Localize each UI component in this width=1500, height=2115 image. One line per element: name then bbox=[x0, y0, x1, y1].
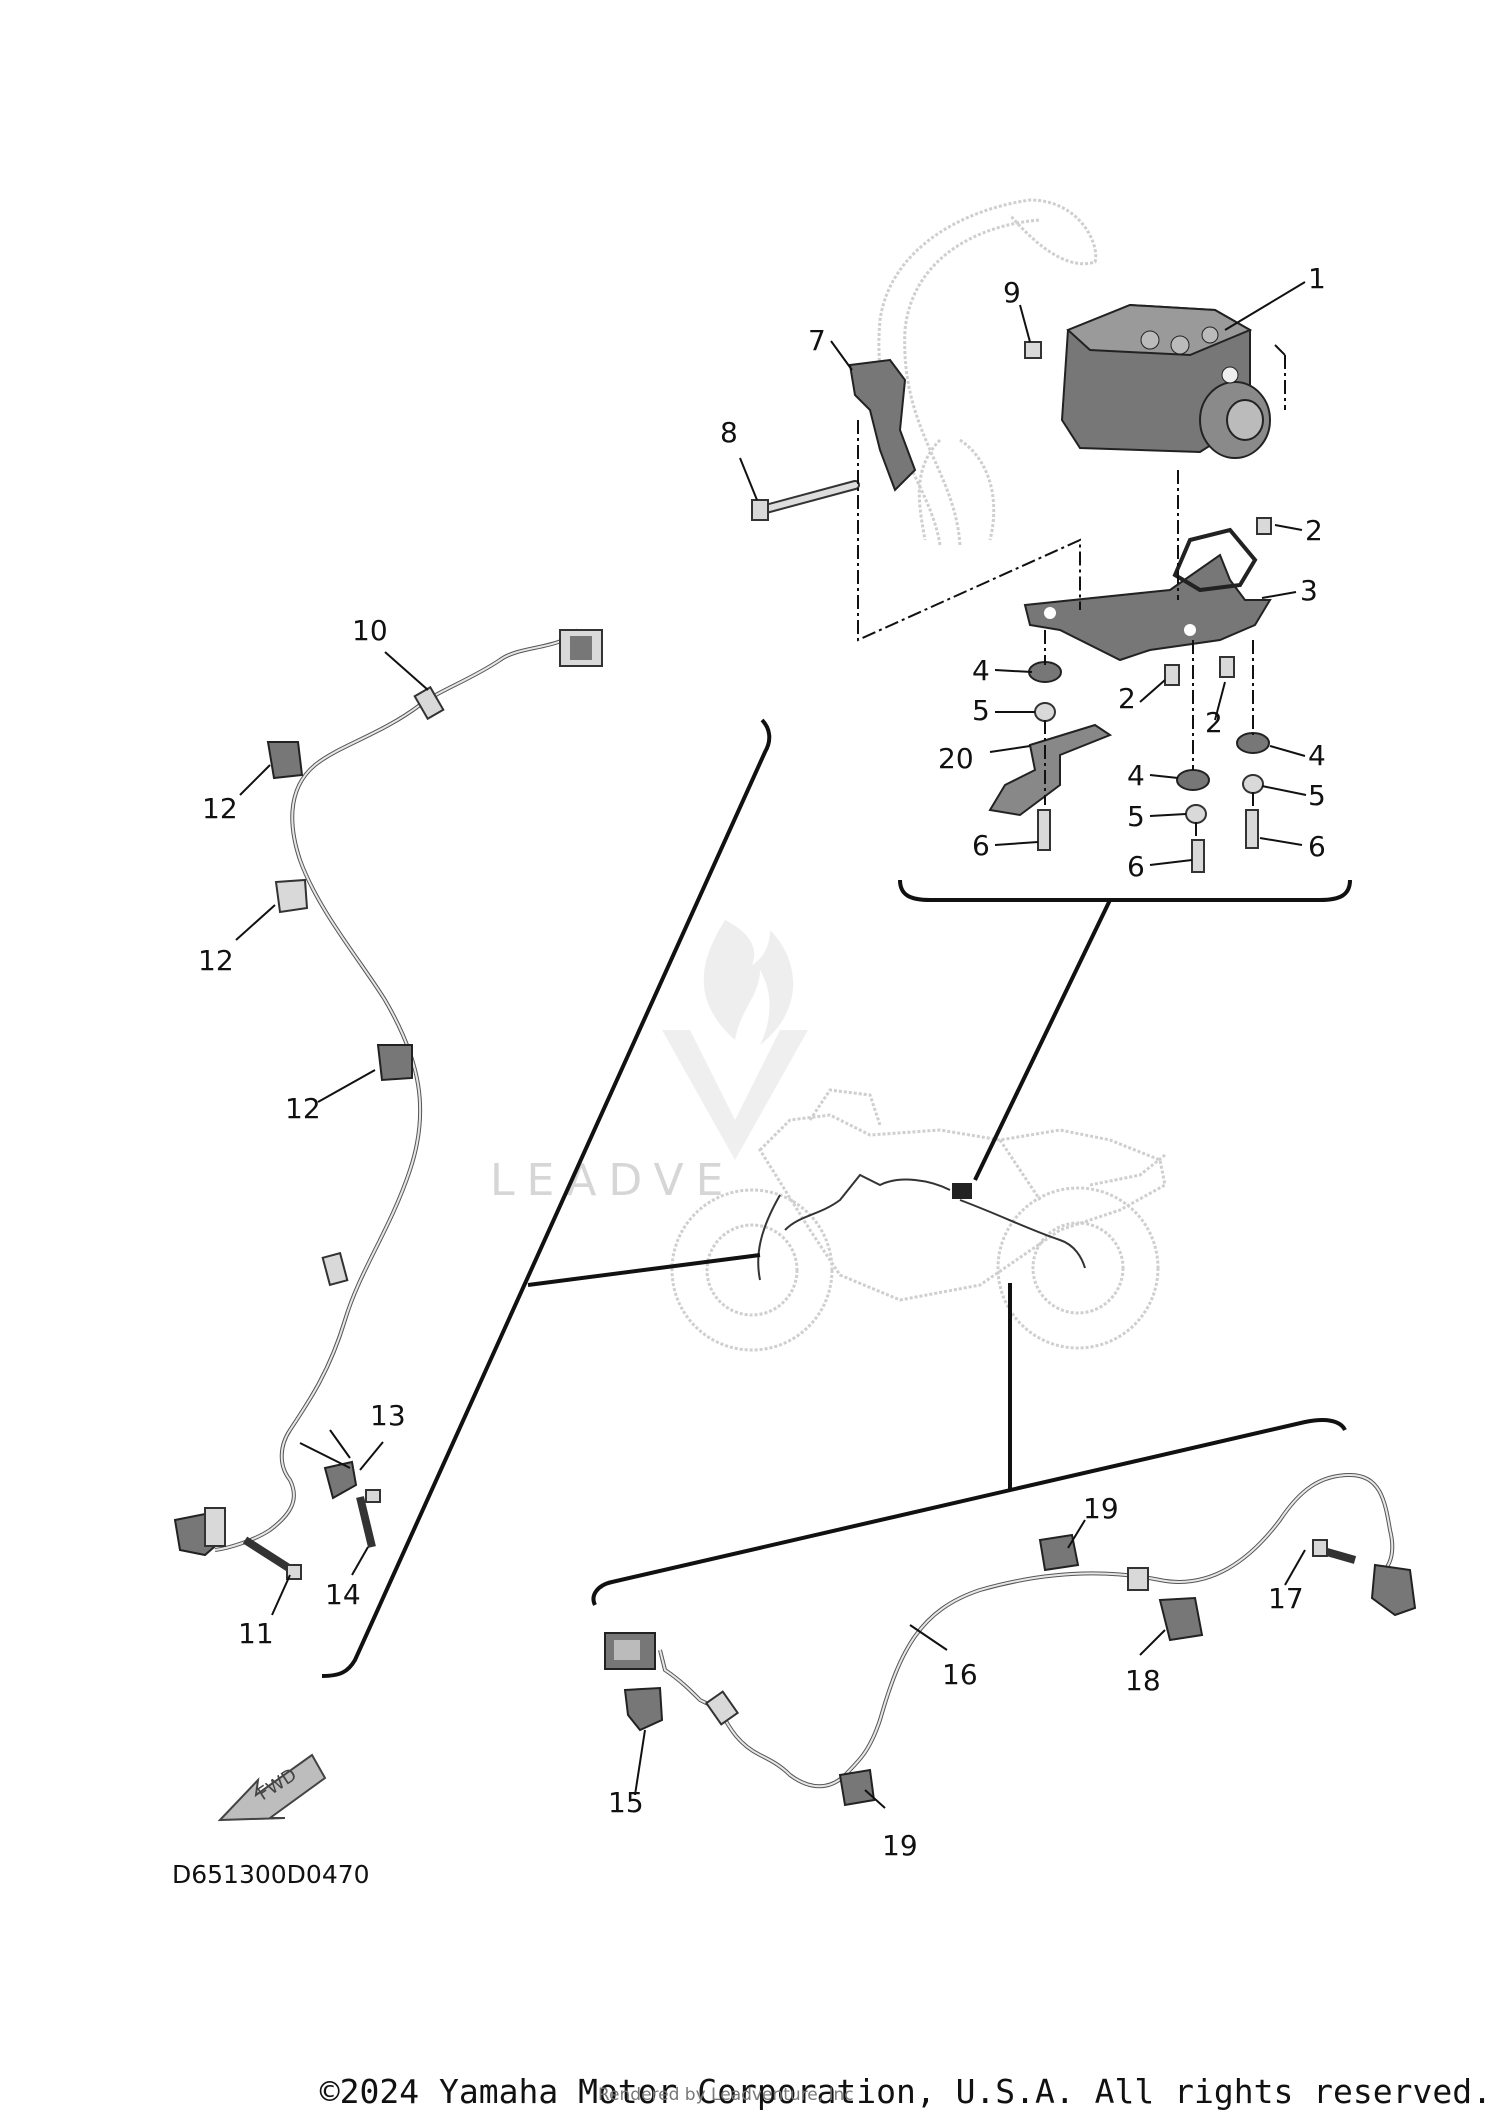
clip-icon bbox=[274, 878, 309, 914]
callout-6: 6 bbox=[1127, 850, 1145, 883]
callout-19: 19 bbox=[882, 1829, 918, 1862]
callout-20: 20 bbox=[938, 742, 974, 775]
inset-frame bbox=[898, 879, 1352, 902]
watermark-logo bbox=[662, 920, 808, 1160]
inset-frame bbox=[591, 1418, 1347, 1606]
callout-6: 6 bbox=[1308, 830, 1326, 863]
callout-13: 13 bbox=[370, 1399, 406, 1432]
bracket-icon bbox=[848, 358, 917, 492]
callout-18: 18 bbox=[1125, 1664, 1161, 1697]
callout-8: 8 bbox=[720, 416, 738, 449]
callout-12: 12 bbox=[285, 1092, 321, 1125]
grommet-icon bbox=[1176, 769, 1210, 791]
callout-10: 10 bbox=[352, 614, 388, 647]
watermark-text: LEADVE bbox=[490, 1155, 735, 1206]
callout-19: 19 bbox=[1083, 1492, 1119, 1525]
grommet-icon bbox=[321, 1251, 349, 1287]
callout-4: 4 bbox=[972, 654, 990, 687]
callout-3: 3 bbox=[1300, 574, 1318, 607]
hydraulic-unit-icon bbox=[1060, 303, 1271, 459]
callout-4: 4 bbox=[1127, 759, 1145, 792]
copyright-notice: ©2024 Yamaha Motor Corporation, U.S.A. A… bbox=[319, 2072, 1492, 2111]
bolt-icon bbox=[1219, 656, 1235, 678]
callout-labels: 1 2 2 2 3 4 4 4 5 5 5 6 6 6 7 8 9 10 11 … bbox=[198, 262, 1326, 1862]
leader-lines bbox=[235, 281, 1307, 1809]
bolt-icon bbox=[1037, 809, 1051, 851]
callout-14: 14 bbox=[325, 1578, 361, 1611]
callout-16: 16 bbox=[942, 1658, 978, 1691]
callout-2: 2 bbox=[1305, 514, 1323, 547]
abs-assembly-inset bbox=[751, 198, 1352, 1181]
rear-sensor-inset bbox=[591, 1283, 1417, 1807]
collar-icon bbox=[1034, 702, 1056, 722]
callout-7: 7 bbox=[808, 324, 826, 357]
callout-5: 5 bbox=[972, 694, 990, 727]
bolt-icon bbox=[1245, 809, 1259, 849]
callout-4: 4 bbox=[1308, 739, 1326, 772]
bolt-icon bbox=[751, 480, 860, 521]
callout-12: 12 bbox=[198, 944, 234, 977]
callout-11: 11 bbox=[238, 1617, 274, 1650]
callout-15: 15 bbox=[608, 1786, 644, 1819]
sensor-holder-icon bbox=[323, 1460, 358, 1500]
bolt-icon bbox=[1256, 517, 1272, 535]
rendered-by-note: Rendered by Leadventure, Inc bbox=[598, 2085, 854, 2105]
clip-icon bbox=[623, 1686, 664, 1732]
front-sensor-inset bbox=[173, 628, 772, 1678]
grommet-icon bbox=[704, 1690, 740, 1726]
bolt-icon bbox=[1164, 664, 1180, 686]
forward-arrow-icon: FWD bbox=[217, 1753, 327, 1822]
collar-icon bbox=[1185, 804, 1207, 824]
nut-icon bbox=[1024, 341, 1042, 359]
grommet-icon bbox=[413, 685, 445, 721]
connector-icon bbox=[604, 1632, 656, 1670]
clip-icon bbox=[838, 1768, 876, 1807]
callout-1: 1 bbox=[1308, 262, 1326, 295]
sub-bracket-icon bbox=[988, 723, 1113, 817]
clip-icon bbox=[376, 1044, 413, 1082]
callout-5: 5 bbox=[1127, 800, 1145, 833]
drawing-code: D651300D0470 bbox=[172, 1860, 370, 1889]
callout-17: 17 bbox=[1268, 1582, 1304, 1615]
wheel-sensor-icon bbox=[1370, 1563, 1417, 1617]
stay-bracket-icon bbox=[1023, 527, 1272, 662]
connector-icon bbox=[559, 629, 603, 667]
callout-12: 12 bbox=[202, 792, 238, 825]
bolt-icon bbox=[1312, 1539, 1328, 1557]
grommet-icon bbox=[1127, 1567, 1149, 1591]
callout-2: 2 bbox=[1118, 682, 1136, 715]
inset-frame bbox=[321, 718, 772, 1678]
callout-6: 6 bbox=[972, 829, 990, 862]
bolt-icon bbox=[365, 1489, 381, 1503]
callout-9: 9 bbox=[1003, 276, 1021, 309]
callout-5: 5 bbox=[1308, 779, 1326, 812]
wheel-sensor-icon bbox=[173, 1507, 226, 1557]
clip-icon bbox=[1038, 1533, 1080, 1572]
callout-2: 2 bbox=[1205, 706, 1223, 739]
clip-icon bbox=[266, 741, 304, 780]
motorcycle-illustration bbox=[670, 1088, 1167, 1352]
collar-icon bbox=[1242, 774, 1264, 794]
clip-icon bbox=[1158, 1596, 1204, 1642]
grommet-icon bbox=[1236, 732, 1270, 754]
bolt-icon bbox=[1191, 839, 1205, 873]
